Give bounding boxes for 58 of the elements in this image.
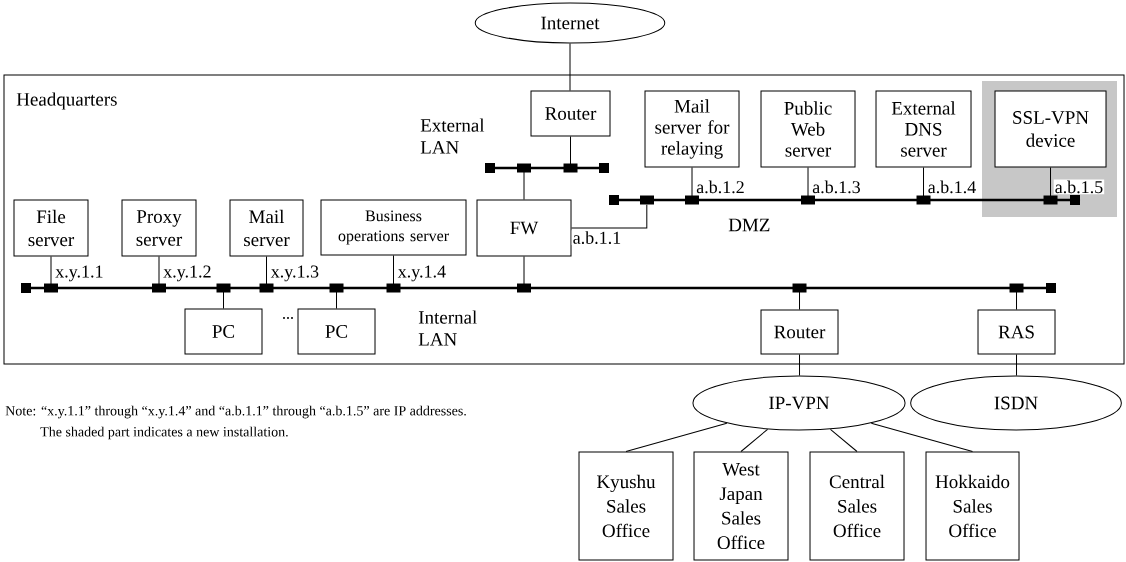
connection-line — [1009, 283, 1024, 310]
pc-box: PC — [297, 308, 376, 355]
ras-box: RAS — [977, 309, 1056, 355]
ip-address-label: a.b.1.3 — [811, 179, 862, 195]
network-cloud: IP-VPN — [692, 375, 906, 431]
connection-line — [801, 167, 815, 205]
connection-line — [386, 255, 401, 293]
server-box: Proxy server — [121, 199, 197, 257]
connection-line — [792, 283, 807, 310]
connection-line — [259, 256, 274, 293]
connection-line — [1016, 354, 1017, 376]
connection-line — [740, 428, 769, 452]
firewall-box: FW — [476, 199, 572, 257]
connection-line — [571, 195, 654, 229]
connection-line — [329, 283, 344, 309]
office-box: Kyushu Sales Office — [578, 451, 674, 561]
ip-address-label: a.b.1.2 — [695, 179, 746, 195]
ip-address-label: a.b.1.1 — [571, 230, 623, 245]
office-box: West Japan Sales Office — [693, 451, 789, 561]
router-box: Router — [530, 90, 611, 137]
connection-line — [152, 256, 166, 293]
device-box: SSL-VPN device — [994, 90, 1107, 168]
network-label: Internal LAN — [418, 310, 477, 346]
connection-line — [569, 43, 571, 91]
office-box: Hokkaido Sales Office — [925, 451, 1020, 561]
router-box: Router — [760, 309, 839, 355]
connection-line — [216, 283, 231, 309]
connection-line — [829, 428, 858, 452]
server-box: Mail server — [229, 199, 304, 257]
server-box: Business operations server — [320, 199, 467, 256]
server-box: External DNS server — [875, 90, 972, 168]
connection-line — [44, 256, 58, 293]
pc-box: PC — [184, 308, 263, 355]
ellipsis-mark: ... — [283, 317, 293, 319]
connection-line — [563, 136, 578, 173]
ip-address-label: x.y.1.2 — [162, 264, 213, 283]
network-label: External LAN — [420, 118, 485, 154]
network-cloud: ISDN — [910, 375, 1122, 431]
ip-address-label: a.b.1.4 — [926, 179, 978, 195]
connection-line — [685, 167, 699, 205]
connection-line — [517, 256, 531, 293]
connection-line — [799, 354, 800, 376]
connection-line — [1043, 167, 1058, 205]
connection-line — [625, 422, 728, 452]
note-text: The shaded part indicates a new installation. — [40, 426, 288, 440]
connection-line — [916, 167, 931, 205]
connection-line — [870, 422, 973, 452]
server-box: Mail server for relaying — [644, 90, 740, 168]
network-cloud: Internet — [474, 2, 666, 44]
ip-address-label: x.y.1.3 — [269, 264, 321, 283]
connection-line — [517, 163, 531, 200]
note-text: Note: “x.y.1.1” through “x.y.1.4” and “a.b.1.1” through “a.b.1.5” are IP addresses. — [5, 405, 466, 419]
server-box: File server — [13, 199, 89, 257]
ip-address-label: x.y.1.4 — [396, 264, 448, 283]
ip-address-label: x.y.1.1 — [54, 264, 105, 283]
network-label: DMZ — [728, 218, 770, 232]
server-box: Public Web server — [760, 90, 856, 168]
office-box: Central Sales Office — [809, 451, 905, 561]
